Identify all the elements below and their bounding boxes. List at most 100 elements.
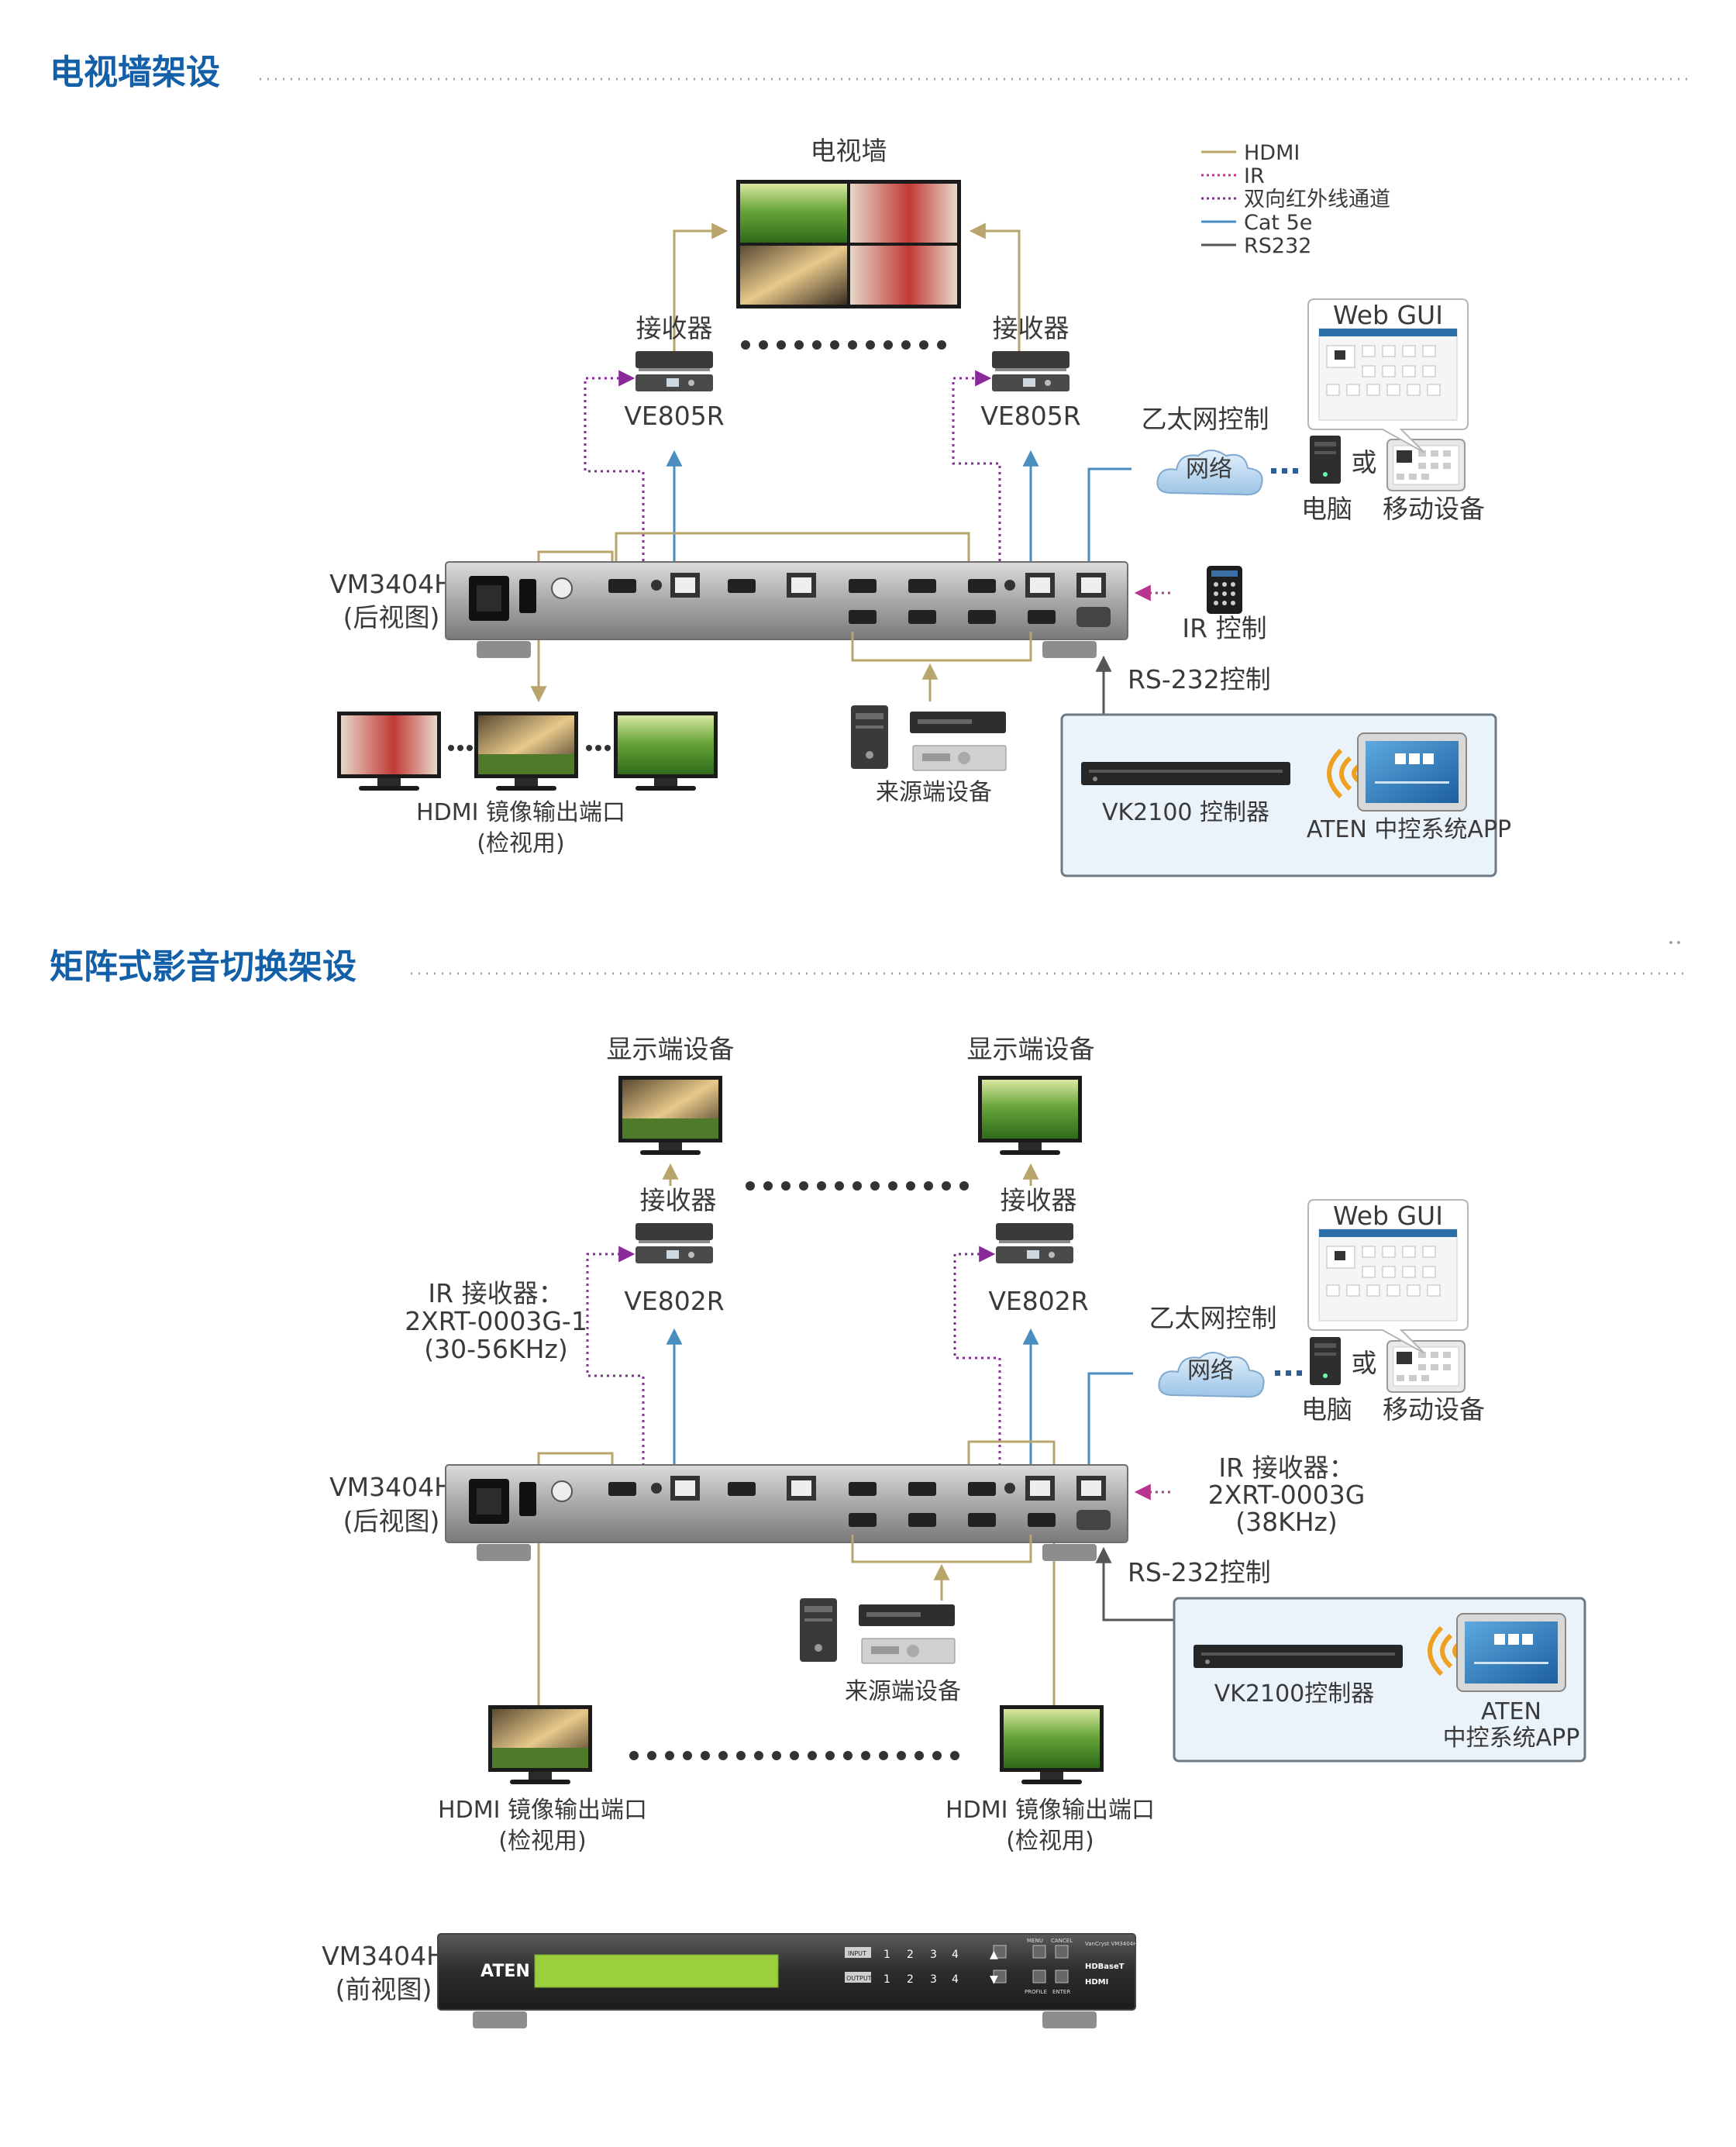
- legend-cat5e: Cat 5e: [1244, 211, 1312, 235]
- app-label: ATEN 中控系统APP: [1307, 816, 1511, 843]
- front-model-label: VanCryst VM3404H: [1085, 1941, 1137, 1947]
- pc-icon-2: [1310, 1337, 1341, 1385]
- display-monitor-left: [618, 1076, 722, 1155]
- tablet-app-icon-2: [1456, 1613, 1566, 1692]
- front-menu-label: MENU: [1027, 1938, 1043, 1944]
- hdmi-mirror-sub-left-2: (检视用): [498, 1828, 586, 1855]
- hdmi-loop-top: [615, 532, 970, 577]
- vk2100-controller-icon: [1081, 762, 1290, 785]
- front-down-icon[interactable]: ▼: [990, 1973, 998, 1986]
- web-gui-label: Web GUI: [1333, 300, 1443, 330]
- receiver-label-right: 接收器: [993, 313, 1070, 343]
- receiver-left: [636, 351, 713, 391]
- bidir-ir-line-left: [584, 370, 645, 580]
- display-label-left: 显示端设备: [607, 1034, 735, 1064]
- device-name-front: VM3404H: [322, 1941, 446, 1971]
- network-label-2: 网络: [1187, 1357, 1234, 1384]
- receiver-left-2: [636, 1223, 713, 1263]
- hdmi-mirror-label: HDMI 镜像输出端口: [416, 799, 625, 826]
- receiver-right: [992, 351, 1070, 391]
- front-hdmi-label: HDMI: [1085, 1978, 1108, 1987]
- network-dots: [1271, 468, 1298, 474]
- mirror-dots: [448, 745, 611, 751]
- hdmi-source-loop-2: [851, 1535, 1032, 1563]
- hdmi-source-loop: [851, 632, 1032, 662]
- mobile-device-icon: [1386, 439, 1466, 491]
- ellipsis-dots-mid: [746, 1181, 969, 1191]
- receiver-model-left-2: VE802R: [624, 1286, 724, 1316]
- tablet-app-icon: [1357, 732, 1467, 812]
- device-name-rear-1: VM3404H: [329, 569, 453, 599]
- mobile-label-2: 移动设备: [1383, 1394, 1485, 1425]
- device-view-front: (前视图): [336, 1974, 432, 2004]
- receiver-model-right: VE805R: [980, 401, 1080, 431]
- ethernet-label-2: 乙太网控制: [1149, 1303, 1277, 1333]
- front-input-buttons[interactable]: 1 2 3 4: [884, 1949, 959, 1961]
- pc-label: 电脑: [1301, 494, 1352, 524]
- front-output-3[interactable]: 3: [930, 1973, 937, 1986]
- ir-receiver-left-line3: (30-56KHz): [424, 1334, 567, 1364]
- vk2100-controller-icon-2: [1194, 1645, 1403, 1668]
- rs232-label: RS-232控制: [1128, 664, 1271, 694]
- display-monitor-right: [978, 1076, 1082, 1155]
- front-output-2[interactable]: 2: [907, 1973, 914, 1986]
- front-brand: ATEN: [480, 1962, 530, 1981]
- or-label-2: 或: [1352, 1348, 1377, 1378]
- ir-remote-icon: [1207, 566, 1242, 614]
- device-name-rear-2: VM3404H: [329, 1472, 453, 1502]
- device-view-rear-1: (后视图): [343, 602, 440, 632]
- corner-dots: [1669, 941, 1680, 944]
- source-label-2: 来源端设备: [845, 1678, 961, 1705]
- front-input-3[interactable]: 3: [930, 1949, 937, 1961]
- receiver-right-2: [996, 1223, 1073, 1263]
- ellipsis-dots-top: [741, 340, 946, 350]
- ir-receiver-left-line1: IR 接收器：: [428, 1278, 563, 1308]
- source-devices-icon-2: [799, 1597, 956, 1664]
- ir-receiver-right-line3: (38KHz): [1235, 1507, 1338, 1537]
- front-profile-label: PROFILE: [1025, 1989, 1047, 1995]
- vm3404h-rear-device-2: [445, 1464, 1128, 1562]
- front-input-4[interactable]: 4: [952, 1949, 959, 1961]
- vk-label-2: VK2100控制器: [1214, 1680, 1375, 1708]
- vm3404h-front-device: [437, 1933, 1136, 2028]
- tv-wall-label: 电视墙: [811, 136, 887, 166]
- mirror-monitor-2: [474, 712, 578, 791]
- rs232-label-2: RS-232控制: [1128, 1557, 1271, 1587]
- web-gui-label-2: Web GUI: [1333, 1201, 1443, 1231]
- mirror-monitor-left-2: [488, 1705, 592, 1784]
- front-output-buttons[interactable]: 1 2 3 4: [884, 1973, 959, 1986]
- mirror-monitor-3: [614, 712, 718, 791]
- ir-receiver-right-line2: 2XRT-0003G: [1208, 1480, 1366, 1510]
- front-input-2[interactable]: 2: [907, 1949, 914, 1961]
- mirror-dots-2: [629, 1751, 959, 1760]
- hdmi-mirror-sub: (检视用): [477, 830, 564, 857]
- ethernet-line-2: [1080, 1372, 1133, 1486]
- rs232-line-2: [1095, 1546, 1174, 1621]
- tv-wall: [736, 180, 961, 308]
- display-label-right: 显示端设备: [967, 1034, 1095, 1064]
- front-output-1[interactable]: 1: [884, 1973, 890, 1986]
- front-input-1[interactable]: 1: [884, 1949, 890, 1961]
- mirror-monitor-1: [337, 712, 441, 791]
- network-label: 网络: [1186, 456, 1232, 483]
- bidir-ir-line-right: [952, 370, 1001, 580]
- source-devices-icon: [850, 705, 1007, 771]
- app-label-2-line1: ATEN: [1481, 1698, 1541, 1725]
- mobile-device-icon-2: [1386, 1340, 1466, 1393]
- hdmi-loop-right-2: [967, 1440, 1056, 1482]
- front-up-icon[interactable]: ▲: [990, 1949, 998, 1961]
- legend-rs232: RS232: [1244, 234, 1311, 258]
- receiver-model-left: VE805R: [624, 401, 724, 431]
- section-title-video-wall: 电视墙架设: [50, 53, 220, 92]
- front-output-label: OUTPUT: [846, 1975, 872, 1982]
- ir-receiver-right-line1: IR 接收器：: [1218, 1453, 1354, 1483]
- receiver-label-right-2: 接收器: [1001, 1185, 1077, 1215]
- front-cancel-label: CANCEL: [1051, 1938, 1073, 1944]
- front-enter-label: ENTER: [1052, 1989, 1070, 1995]
- device-view-rear-2: (后视图): [343, 1506, 440, 1536]
- receiver-label-left: 接收器: [636, 313, 713, 343]
- receiver-label-left-2: 接收器: [640, 1185, 717, 1215]
- front-output-4[interactable]: 4: [952, 1973, 959, 1986]
- legend: HDMI IR 双向红外线通道 Cat 5e RS232: [1201, 141, 1390, 258]
